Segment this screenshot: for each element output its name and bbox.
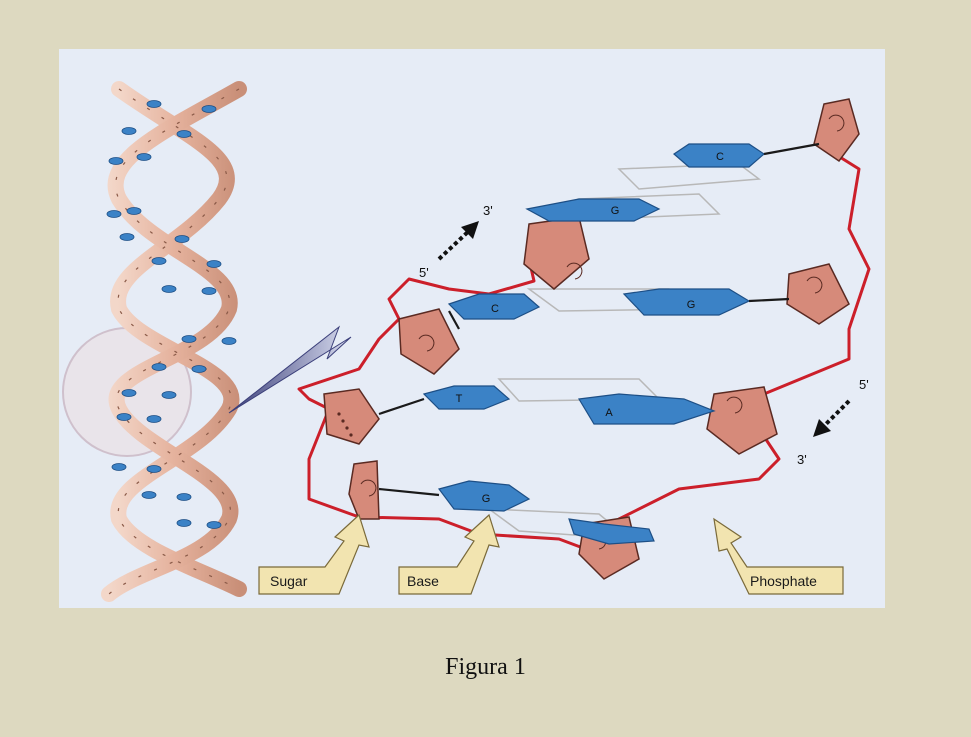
dna-structure-diagram: C G C G T A G 5' 3' 5' 3' Sugar (59, 49, 885, 608)
direction-arrow-top (437, 221, 479, 261)
double-helix (101, 81, 247, 602)
base-letter-g-middle: G (687, 299, 696, 311)
base-letter-t: T (456, 393, 463, 405)
callout-sugar-label: Sugar (270, 573, 308, 589)
base-letter-c-middle: C (491, 303, 499, 315)
base-letter-c-top: C (716, 151, 724, 163)
callout-base: Base (398, 513, 500, 595)
diagram-canvas: C G C G T A G 5' 3' 5' 3' Sugar (62, 81, 871, 602)
direction-arrow-bottom (813, 399, 851, 437)
label-5-prime-top: 5' (419, 265, 429, 280)
callout-sugar: Sugar (258, 513, 370, 595)
callout-base-label: Base (407, 573, 439, 589)
base-letter-a: A (605, 407, 613, 419)
base-letter-g-upper: G (611, 205, 620, 217)
label-3-prime-top: 3' (483, 203, 493, 218)
label-3-prime-bottom: 3' (797, 452, 807, 467)
base-letter-g-bottom: G (482, 493, 491, 505)
callout-phosphate: Phosphate (713, 517, 844, 595)
zoom-wedge (228, 325, 352, 414)
zoomed-strand: C G C G T A G 5' 3' 5' 3' (297, 98, 871, 580)
figure-caption: Figura 1 (445, 654, 526, 680)
label-5-prime-bottom: 5' (859, 377, 869, 392)
callout-phosphate-label: Phosphate (750, 573, 817, 589)
